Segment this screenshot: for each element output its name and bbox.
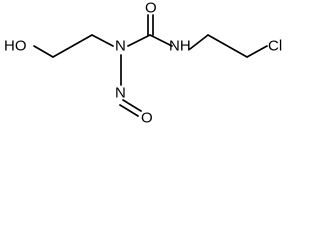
atom-label-chlorine: Cl bbox=[268, 38, 282, 55]
atom-label-hydroxyl: HO bbox=[4, 38, 27, 55]
atom-label-carbonyl-oxygen: O bbox=[145, 0, 157, 17]
bond-n-carbonyl-c bbox=[127, 34, 151, 47]
bond-nitroso-double-a bbox=[122, 99, 142, 112]
atom-label-nitroso-oxygen: O bbox=[141, 110, 153, 127]
bond-c3-c4 bbox=[207, 34, 248, 58]
bonds bbox=[33, 14, 268, 117]
bond-nitroso-double-b bbox=[119, 104, 139, 117]
atom-label-lower-nitrogen: N bbox=[115, 85, 126, 102]
bond-c4-cl bbox=[246, 45, 268, 58]
atom-labels: HO N O NH Cl N O bbox=[4, 0, 282, 127]
molecule-drawing: HO N O NH Cl N O bbox=[4, 0, 282, 127]
atom-label-amide-nh: NH bbox=[169, 38, 191, 55]
bond-c1-c2 bbox=[52, 34, 93, 58]
bond-nh-c3 bbox=[189, 34, 209, 50]
bond-c2-n bbox=[91, 34, 114, 47]
bond-ho-c1 bbox=[33, 45, 54, 58]
atom-label-nitroso-nitrogen: N bbox=[115, 38, 126, 55]
structure-diagram: HO N O NH Cl N O bbox=[4, 0, 282, 127]
bond-carbonyl-nh bbox=[149, 34, 173, 47]
